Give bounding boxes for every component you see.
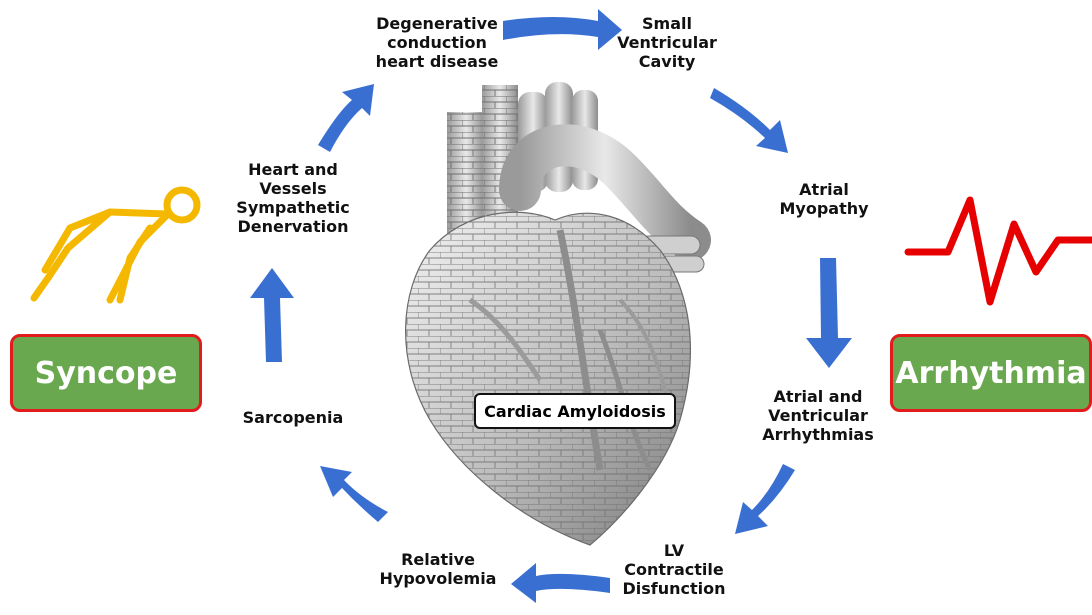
node-relative-hypovolemia: Relative Hypovolemia [378, 550, 498, 588]
arrow-heart-vessels-to-degenerative [318, 84, 374, 152]
syncope-label: Syncope [35, 356, 178, 391]
node-heart-vessels-denervation: Heart and Vessels Sympathetic Denervatio… [228, 160, 358, 236]
arrhythmia-badge: Arrhythmia [890, 334, 1092, 412]
arrow-degenerative-to-small [503, 9, 622, 50]
center-label: Cardiac Amyloidosis [484, 402, 666, 421]
node-small-ventricular-cavity: Small Ventricular Cavity [612, 14, 722, 71]
arrow-small-to-atrial [710, 88, 788, 153]
node-degenerative-conduction: Degenerative conduction heart disease [372, 14, 502, 71]
arrow-sarcopenia-to-heart-vessels [250, 268, 294, 362]
arrhythmia-label: Arrhythmia [895, 356, 1086, 391]
arrow-hypovolemia-to-sarcopenia [320, 466, 388, 522]
node-atrial-myopathy: Atrial Myopathy [774, 180, 874, 218]
fainting-person-icon [34, 190, 197, 300]
node-sarcopenia: Sarcopenia [238, 408, 348, 427]
node-atrial-ventricular-arrhythmias: Atrial and Ventricular Arrhythmias [758, 387, 878, 444]
arrow-atrial-to-arrhythmias [806, 258, 852, 368]
syncope-badge: Syncope [10, 334, 202, 412]
arrow-arrhythmias-to-lv [735, 464, 795, 534]
center-label-box: Cardiac Amyloidosis [474, 393, 676, 429]
ecg-pulse-icon [908, 200, 1092, 302]
node-lv-contractile-disfunction: LV Contractile Disfunction [616, 541, 732, 598]
brick-heart-illustration [406, 82, 704, 545]
arrow-lv-to-hypovolemia [511, 563, 610, 603]
